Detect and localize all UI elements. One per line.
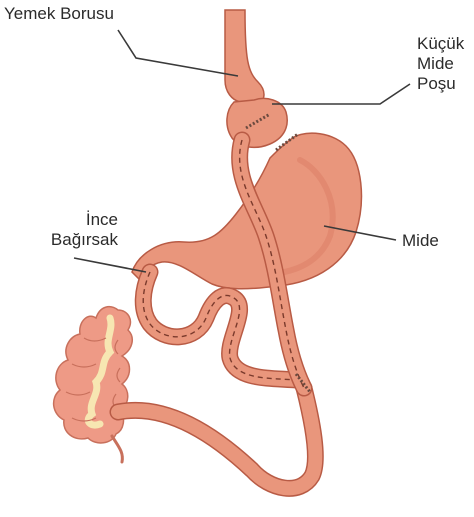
- label-small-gastric-pouch: Küçük Mide Poşu: [417, 34, 464, 94]
- label-intestine-line-1: İnce: [10, 210, 118, 230]
- label-small-intestine: İnce Bağırsak: [10, 210, 118, 250]
- label-pouch-line-1: Küçük: [417, 34, 464, 54]
- label-intestine-line-2: Bağırsak: [10, 230, 118, 250]
- colon-tail: [112, 436, 122, 462]
- label-pouch-line-3: Poşu: [417, 74, 464, 94]
- leader-esophagus: [118, 30, 238, 76]
- label-stomach: Mide: [402, 231, 439, 251]
- label-esophagus: Yemek Borusu: [4, 4, 114, 24]
- leader-pouch: [272, 84, 410, 104]
- large-intestine: [54, 307, 133, 462]
- esophagus-tube: [225, 10, 264, 104]
- label-pouch-line-2: Mide: [417, 54, 464, 74]
